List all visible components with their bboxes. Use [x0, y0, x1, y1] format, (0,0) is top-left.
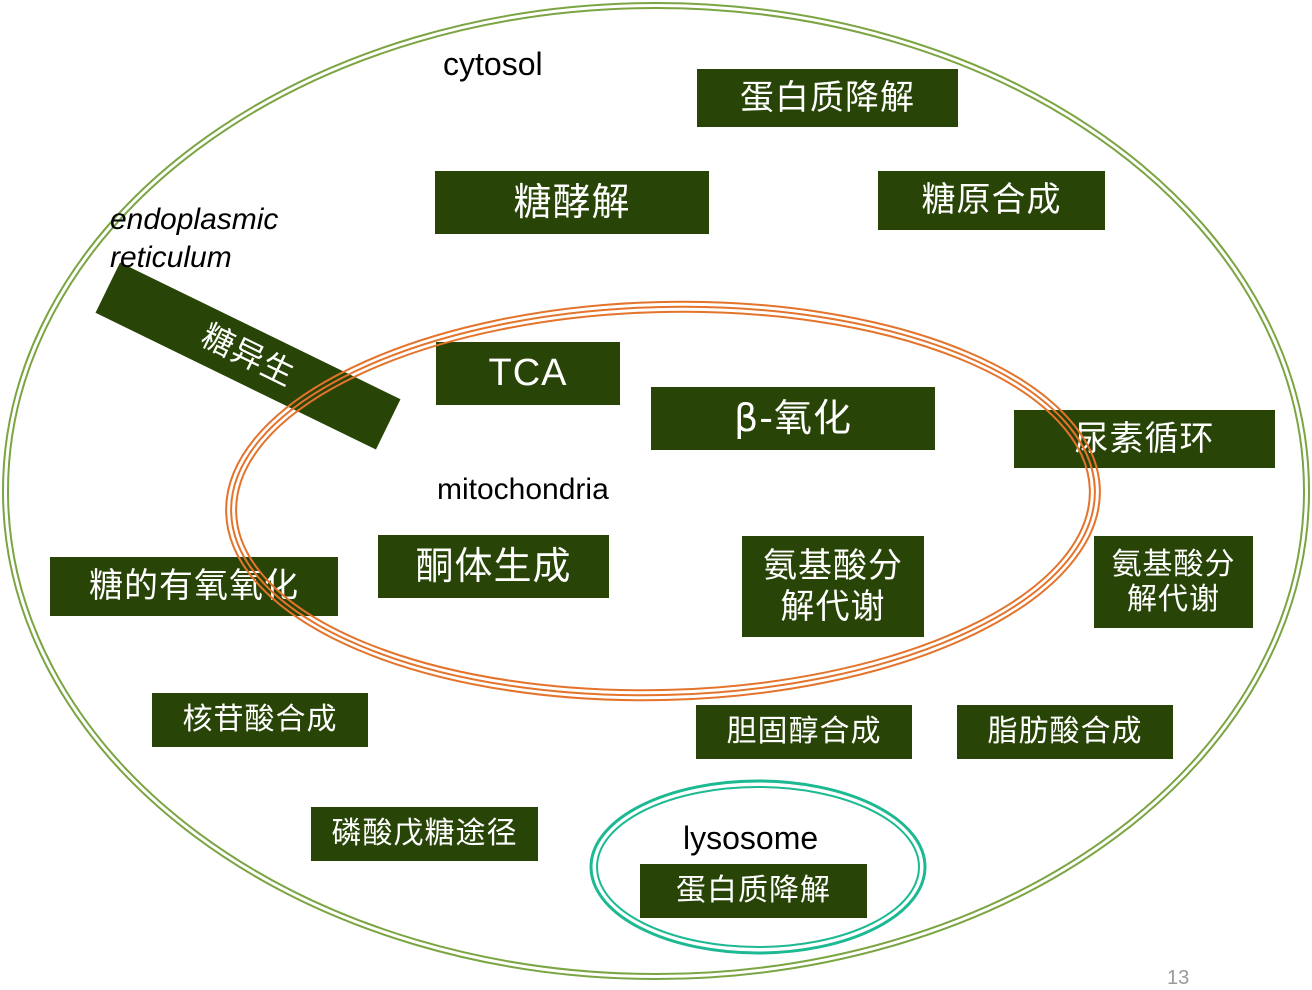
box-fatty-acid-synthesis: 脂肪酸合成 — [957, 705, 1173, 759]
box-pentose-phosphate-pathway: 磷酸戊糖途径 — [311, 807, 538, 861]
box-beta-oxidation: β-氧化 — [651, 387, 935, 450]
box-ketogenesis: 酮体生成 — [378, 535, 609, 598]
box-urea-cycle: 尿素循环 — [1014, 410, 1275, 468]
label-er-line2: reticulum — [110, 241, 232, 274]
amino-acid-cyto-line1: 氨基酸分 — [1111, 546, 1236, 582]
box-protein-degradation-cytosol: 蛋白质降解 — [697, 69, 958, 127]
box-tca: TCA — [436, 342, 620, 405]
lysosome-outline — [589, 779, 927, 955]
page-number: 13 — [1167, 967, 1190, 989]
box-glycogenesis: 糖原合成 — [878, 171, 1105, 230]
box-glycolysis: 糖酵解 — [435, 171, 709, 234]
amino-acid-cyto-line2: 解代谢 — [1127, 582, 1220, 617]
box-amino-acid-catabolism-cyto: 氨基酸分 解代谢 — [1094, 536, 1253, 628]
box-cholesterol-synthesis: 胆固醇合成 — [696, 705, 912, 759]
label-mitochondria: mitochondria — [437, 473, 609, 506]
amino-acid-mito-line1: 氨基酸分 — [763, 546, 903, 587]
box-aerobic-glucose-oxidation: 糖的有氧氧化 — [50, 557, 338, 616]
label-er-line1: endoplasmic — [110, 203, 279, 236]
amino-acid-mito-line2: 解代谢 — [780, 586, 886, 627]
label-cytosol: cytosol — [443, 46, 543, 82]
box-nucleotide-synthesis: 核苷酸合成 — [152, 693, 368, 747]
box-amino-acid-catabolism-mito: 氨基酸分 解代谢 — [742, 536, 924, 637]
label-lysosome: lysosome — [683, 820, 819, 856]
box-protein-degradation-lysosome: 蛋白质降解 — [640, 864, 867, 918]
